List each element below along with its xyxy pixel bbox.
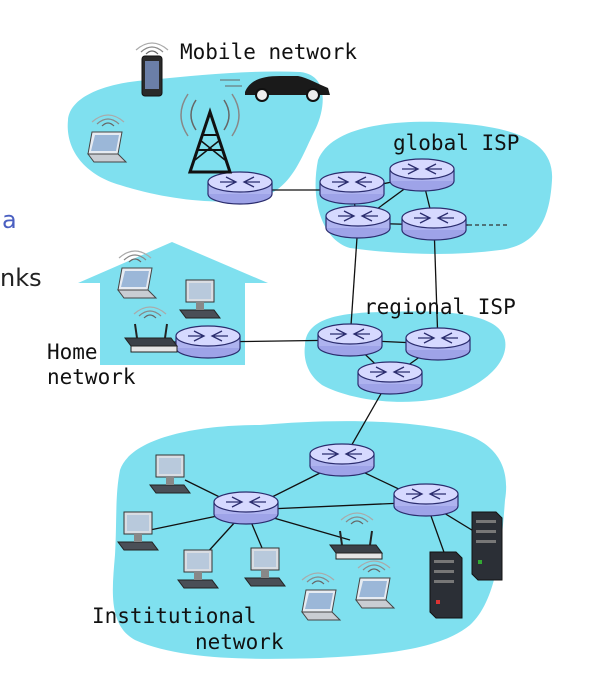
router-icon: [393, 483, 459, 517]
car-icon: [220, 76, 330, 102]
router-icon: [357, 361, 423, 395]
router-icon: [213, 491, 279, 525]
router-icon: [319, 171, 385, 205]
cell-tower-icon: [180, 93, 240, 174]
signal-waves-icon: [135, 42, 169, 55]
smartphone-icon: [141, 55, 163, 97]
router-icon: [207, 171, 273, 205]
router-icon: [401, 207, 467, 241]
mobile-network-cloud: [67, 71, 323, 202]
desktop-icon: [177, 549, 219, 589]
desktop-icon: [244, 547, 286, 587]
slide-text-fragment-blue: a: [2, 206, 17, 234]
desktop-icon: [179, 279, 221, 319]
institutional-network-cloud: [112, 421, 507, 659]
server-icon: [471, 511, 503, 581]
regional-isp-label: regional ISP: [364, 295, 516, 319]
slide-text-fragment: nks: [0, 264, 42, 292]
router-icon: [325, 205, 391, 239]
router-icon: [175, 325, 241, 359]
router-icon: [405, 327, 471, 361]
institutional-network-label-line1: Institutional: [92, 604, 257, 628]
desktop-icon: [149, 454, 191, 494]
router-icon: [317, 323, 383, 357]
link: [433, 224, 439, 345]
global-isp-label: global ISP: [393, 131, 520, 155]
home-network-label-line1: Home: [47, 340, 98, 364]
server-icon: [429, 551, 463, 619]
institutional-network-label-line2: network: [195, 630, 284, 654]
mobile-network-label: Mobile network: [180, 40, 358, 64]
home-network-label-line2: network: [47, 365, 136, 389]
desktop-icon: [117, 511, 159, 551]
router-icon: [389, 158, 455, 192]
link: [349, 222, 359, 341]
router-icon: [309, 443, 375, 477]
